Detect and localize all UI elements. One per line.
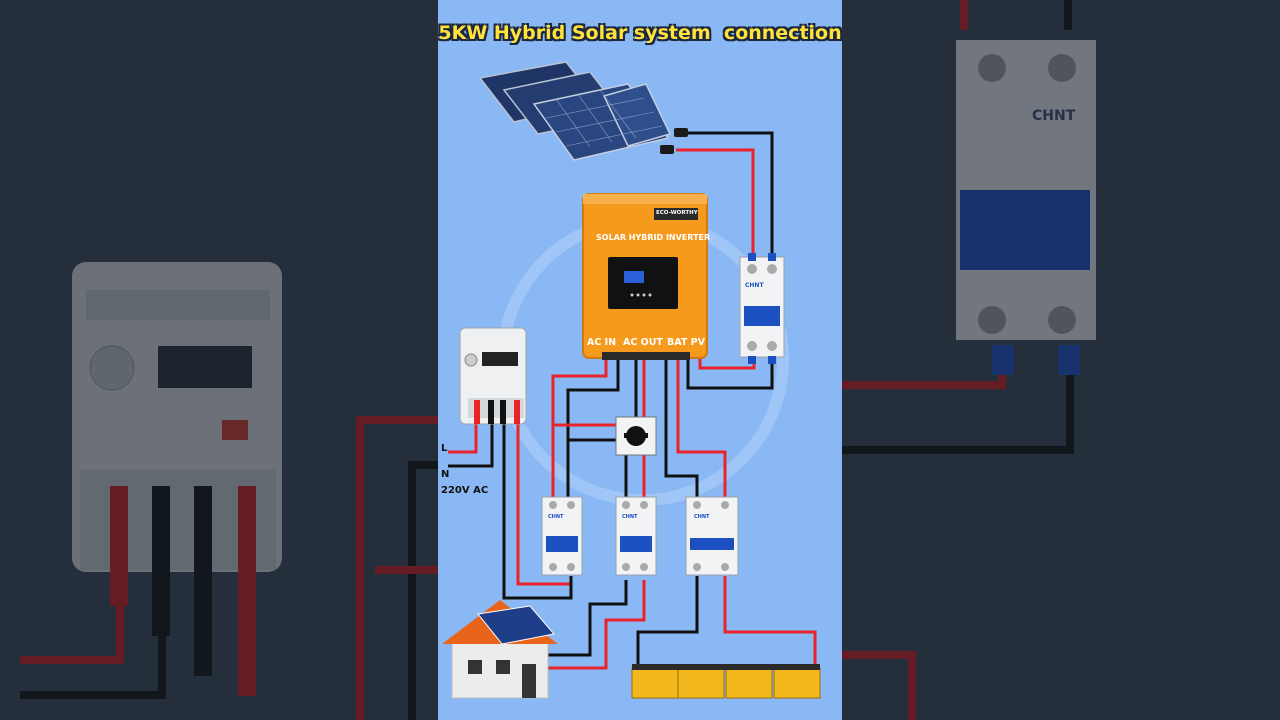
terminal-ac-out-label: AC OUT <box>623 337 663 348</box>
inverter-brand-label: ECO-WORTHY <box>656 210 698 216</box>
terminal-bat-pv-label: BAT PV <box>667 337 705 348</box>
mc4-connectors <box>660 128 688 154</box>
house-load <box>442 600 558 699</box>
battery-breaker[interactable] <box>685 496 739 576</box>
energy-meter-zoom <box>20 262 438 720</box>
battery-breaker-brand: CHNT <box>694 514 710 520</box>
energy-meter <box>459 327 527 425</box>
grid-line-label: L <box>441 443 448 454</box>
page-title: 5KW Hybrid Solar system connection <box>438 22 842 44</box>
hybrid-inverter <box>582 193 708 360</box>
load-breaker-brand: CHNT <box>622 514 638 520</box>
battery-bank <box>631 664 821 699</box>
pv-breaker <box>739 253 785 364</box>
grid-breaker[interactable] <box>541 496 583 576</box>
background-brand-text: CHNT <box>1032 108 1076 124</box>
grid-voltage-label: 220V AC <box>441 485 489 496</box>
terminal-ac-in-label: AC IN <box>587 337 617 348</box>
background-left-zoom <box>0 0 438 720</box>
background-right-zoom: CHNT <box>842 0 1280 720</box>
breaker-zoom: CHNT <box>842 0 1096 720</box>
load-breaker[interactable] <box>615 496 657 576</box>
grid-neutral-label: N <box>441 469 450 480</box>
changeover-switch[interactable] <box>615 416 657 456</box>
pv-breaker-brand: CHNT <box>745 282 764 289</box>
wiring-diagram: 5KW Hybrid Solar system connection ECO-W… <box>438 0 842 720</box>
wires <box>448 131 817 670</box>
solar-panel-array <box>478 61 672 161</box>
inverter-name-label: SOLAR HYBRID INVERTER <box>596 233 711 242</box>
grid-breaker-brand: CHNT <box>548 514 564 520</box>
diagram-canvas <box>442 61 821 699</box>
inverter-brand-plate <box>654 208 698 220</box>
